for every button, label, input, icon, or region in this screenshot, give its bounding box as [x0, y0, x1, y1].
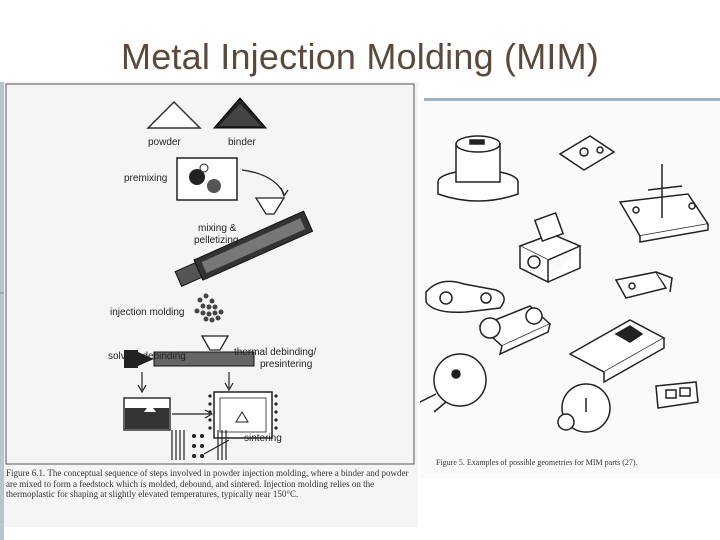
solvent-liquid: [125, 408, 169, 429]
label-mixing: mixing &: [198, 223, 237, 234]
arrow-premix-head: [280, 187, 289, 198]
arrow-premix: [241, 169, 285, 195]
left-accent-bar: [0, 82, 4, 540]
part-cube-tube: [518, 211, 582, 284]
pellets: [194, 293, 224, 323]
sintering-parts: [192, 434, 204, 458]
geometries-figure: [420, 102, 720, 478]
part-finned-plate: [618, 164, 710, 243]
label-thermal-debinding: thermal debinding/: [234, 347, 317, 358]
sintering-rods: [171, 430, 227, 460]
injection-nozzle: [138, 352, 154, 366]
arrow-to-solvent-head: [137, 384, 147, 394]
part-ring: [557, 383, 611, 433]
part-clip: [614, 271, 673, 299]
arrow-solvent-to-thermal-head: [204, 409, 214, 419]
powder-pile: [146, 100, 202, 129]
process-figure: powder binder premixing mixing & pelleti…: [4, 82, 418, 527]
furnace-coils-right: [274, 394, 278, 430]
label-binder: binder: [228, 137, 256, 148]
top-accent-line: [424, 98, 720, 101]
thermal-furnace: [213, 391, 273, 439]
label-premixing: premixing: [124, 173, 168, 184]
injection-hopper: [200, 335, 230, 351]
geometries-caption: Figure 5. Examples of possible geometrie…: [436, 458, 638, 467]
mold-block: [124, 350, 138, 368]
label-sintering: sintering: [244, 433, 282, 444]
part-plug: [420, 353, 487, 413]
label-presintering: presintering: [260, 359, 313, 370]
label-solvent-debinding: solvent debinding: [108, 351, 186, 362]
part-ramp-block: [568, 319, 666, 384]
furnace-part: [235, 411, 249, 423]
part-bracket-small: [558, 135, 616, 171]
premix-dot: [199, 163, 209, 173]
solvent-part: [144, 404, 156, 412]
binder-texture: [219, 104, 261, 126]
slide-title: Metal Injection Molding (MIM): [121, 36, 599, 77]
premixing-box: [176, 157, 238, 201]
label-injection-molding: injection molding: [110, 307, 185, 318]
part-small-frame: [655, 381, 699, 409]
part-link: [425, 280, 505, 314]
premix-blob-2: [207, 179, 221, 193]
process-figure-caption: Figure 6.1. The conceptual sequence of s…: [6, 468, 409, 499]
process-diagram: [5, 83, 415, 465]
furnace-coils-left: [208, 394, 212, 430]
part-flanged-cylinder: [437, 135, 519, 202]
premix-blob-1: [189, 169, 205, 185]
label-powder: powder: [148, 137, 181, 148]
arrow-to-thermal-head: [224, 382, 234, 392]
extruder-barrel: [174, 210, 314, 287]
label-pelletizing: pelletizing: [194, 235, 239, 246]
geometries-drawing: [420, 135, 710, 433]
furnace-inner: [219, 397, 267, 433]
figure-frame: [5, 83, 415, 465]
part-valve-body: [478, 305, 552, 356]
mixer-hopper: [254, 197, 286, 215]
arrow-to-sinter: [203, 439, 230, 455]
